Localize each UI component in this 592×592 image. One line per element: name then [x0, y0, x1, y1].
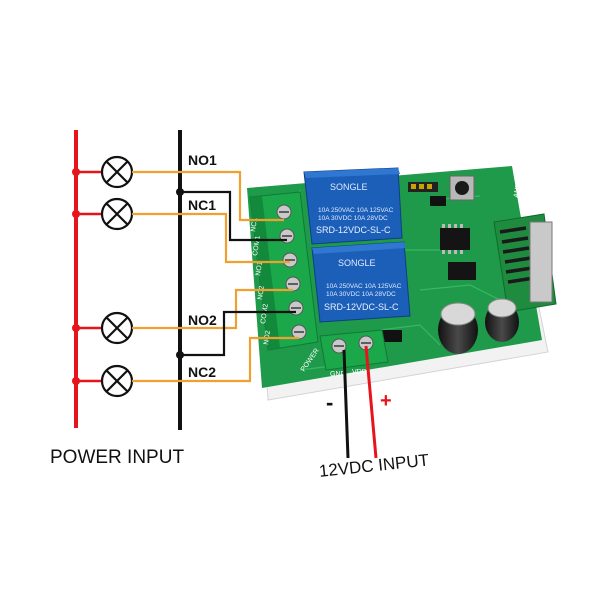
dc-positive-wire — [364, 345, 378, 459]
power-terminal-block — [319, 329, 389, 371]
live-branches — [76, 170, 102, 383]
board-text: VDD — [352, 369, 367, 376]
diode — [380, 330, 402, 342]
board-text: 10A 250VAC 10A 125VAC — [318, 207, 394, 214]
board-text: SONGLE — [330, 182, 368, 192]
terminal-label-nc2: NC2 — [188, 364, 217, 380]
dc-negative-wire — [342, 349, 350, 459]
board-text: NC1 — [250, 217, 259, 232]
neutral-wires — [180, 190, 296, 357]
board-text: SRD-12VDC-SL-C — [316, 225, 391, 235]
board-text: NC2 — [257, 285, 266, 300]
terminal-label-no1: NO1 — [188, 152, 217, 168]
dc-minus-sign: - — [326, 390, 334, 415]
lamp-icon — [100, 155, 134, 189]
neutral-nodes — [176, 188, 184, 359]
pin-header — [408, 182, 438, 192]
lamp-icon — [100, 311, 134, 345]
rf-module — [493, 213, 557, 313]
lamp-icon — [100, 364, 134, 398]
capacitor — [438, 302, 478, 354]
smd-part — [430, 196, 446, 206]
board-text: COM2 — [260, 303, 270, 324]
dc-plus-sign: + — [380, 390, 392, 412]
power-input-label: POWER INPUT — [50, 447, 185, 468]
ic-chip — [448, 262, 476, 280]
terminal-label-nc1: NC1 — [188, 197, 217, 213]
board-text: COM1 — [252, 235, 262, 256]
ic-chip — [440, 224, 470, 254]
capacitor — [485, 298, 519, 342]
board-text: ANT — [513, 183, 522, 199]
relay-1: SONGLE 10A 250VAC 10A 125VAC 10A 30VDC 1… — [303, 167, 403, 245]
board-text: SONGLE — [338, 258, 376, 268]
board-text: 10A 250VAC 10A 125VAC — [326, 283, 402, 290]
board-text: 10A 30VDC 10A 28VDC — [326, 291, 396, 298]
lamp-icon — [100, 197, 134, 231]
lamp-wires — [132, 170, 299, 383]
relay-2: SONGLE 10A 250VAC 10A 125VAC 10A 30VDC 1… — [311, 241, 411, 323]
live-nodes — [72, 168, 80, 385]
board-text: SRD-12VDC-SL-C — [324, 302, 399, 312]
terminal-label-no2: NO2 — [188, 312, 217, 328]
learn-button — [449, 175, 475, 201]
board-text: NO1 — [255, 261, 264, 276]
board-text: 10A 30VDC 10A 28VDC — [318, 215, 388, 222]
board-text: GND — [330, 371, 346, 378]
